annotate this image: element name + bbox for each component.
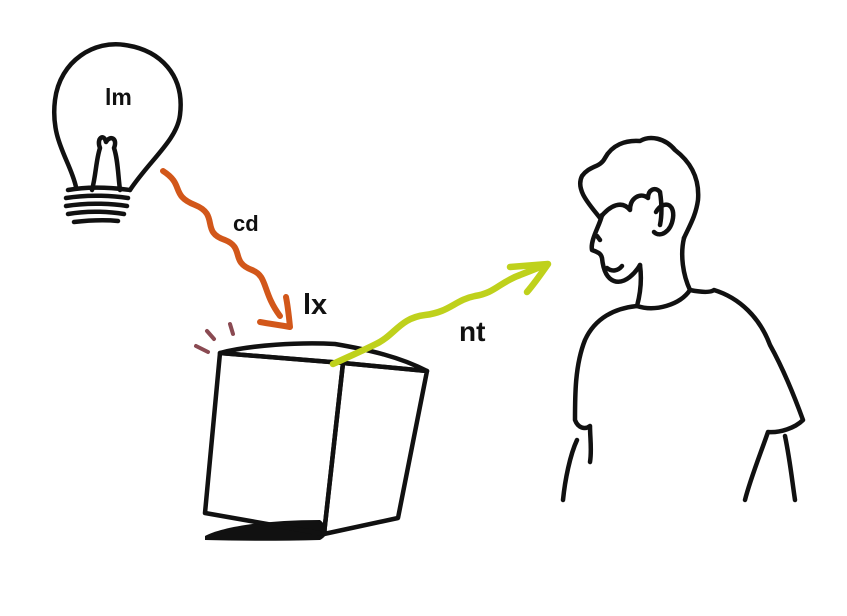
bulb-glass	[51, 42, 183, 193]
person-neck	[634, 235, 693, 311]
person-ear	[651, 202, 676, 237]
candela-arrow	[160, 168, 293, 330]
person-mouth	[604, 263, 625, 273]
bulb-base	[63, 185, 133, 225]
person-hair	[578, 135, 701, 241]
box-left-face	[202, 350, 346, 537]
person-eye	[594, 233, 603, 243]
bulb-filament	[89, 135, 123, 193]
sparkle-tick-1	[194, 344, 210, 354]
sparkle-icon	[194, 322, 235, 354]
candela-arrow-head	[257, 294, 293, 330]
person-face	[589, 212, 643, 284]
sparkle-tick-3	[228, 322, 235, 336]
label-nit: nt	[459, 316, 486, 347]
box-shadow	[205, 520, 327, 541]
person-shirt	[560, 287, 806, 503]
label-lumen: lm	[105, 84, 132, 110]
label-lux: lx	[303, 289, 328, 321]
candela-arrow-shaft	[160, 168, 283, 319]
sparkle-tick-2	[205, 329, 216, 341]
nit-arrow-head	[506, 260, 552, 296]
box-right-face	[321, 360, 430, 537]
box	[202, 341, 430, 537]
person	[560, 135, 806, 503]
box-top-face	[217, 341, 430, 374]
nit-arrow	[329, 260, 552, 368]
label-candela: cd	[233, 211, 259, 236]
light-bulb-icon	[51, 42, 183, 225]
nit-arrow-shaft	[329, 261, 549, 368]
